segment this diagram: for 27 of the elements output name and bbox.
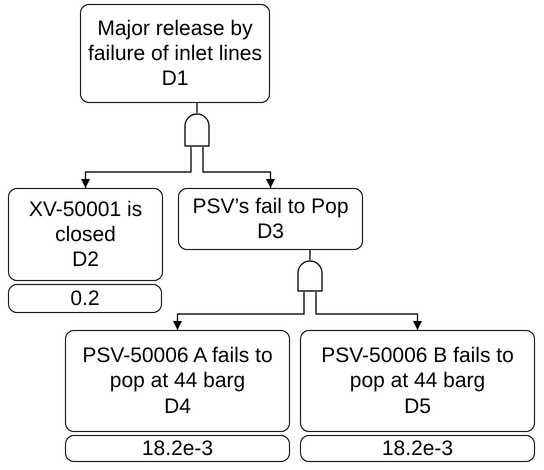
probability-box [65, 435, 290, 462]
event-id: D1 [162, 66, 188, 92]
event-id: D3 [257, 219, 284, 244]
event-box [80, 4, 270, 103]
connector [202, 147, 275, 188]
probability-value: 18.2e-3 [142, 436, 214, 462]
event-box [300, 330, 535, 432]
probability-value: 18.2e-3 [382, 436, 454, 462]
event-id: D2 [72, 247, 99, 272]
event-description: PSV’s fail to Pop [192, 194, 349, 219]
event-box [8, 188, 163, 281]
connector [309, 250, 311, 260]
event-box [178, 188, 363, 250]
probability-box [300, 435, 535, 462]
event-description: XV-50001 is closed [28, 196, 144, 248]
probability-value: 0.2 [70, 286, 100, 312]
event-description: Major release by failure of inlet lines [87, 16, 263, 66]
event-box [65, 330, 290, 432]
event-description: PSV-50006 A fails to pop at 44 barg [81, 343, 274, 394]
event-id: D5 [404, 394, 431, 419]
event-id: D4 [164, 394, 191, 419]
connector [196, 103, 198, 113]
event-description: PSV-50006 B fails to pop at 44 barg [320, 343, 515, 394]
connector [315, 292, 422, 330]
connector [81, 147, 192, 188]
probability-box [8, 284, 162, 313]
connector [173, 292, 305, 330]
